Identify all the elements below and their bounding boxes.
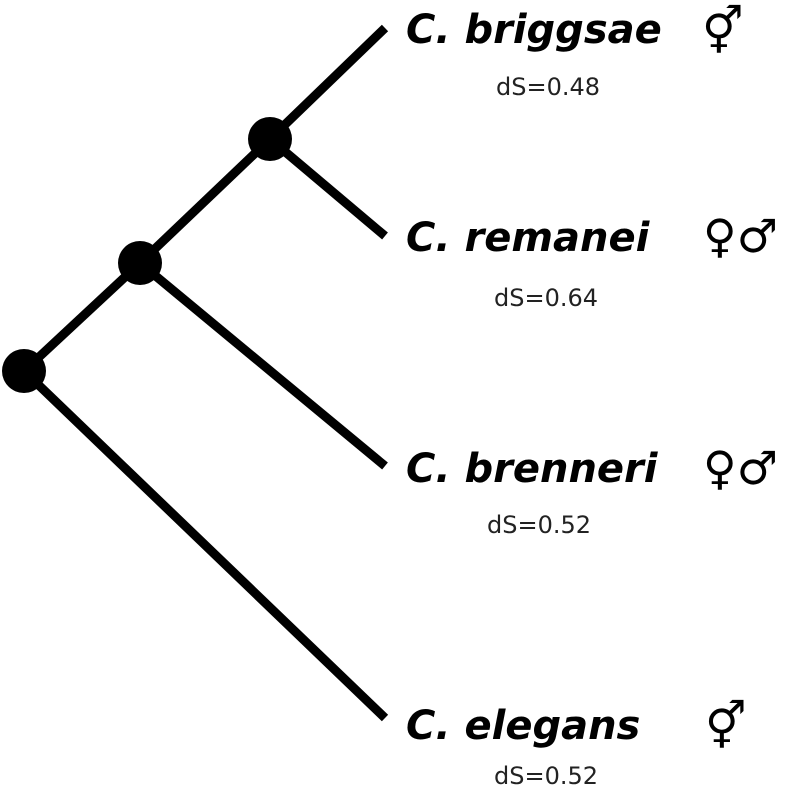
node-top xyxy=(248,117,292,161)
taxon-name-brenneri: C. brenneri xyxy=(406,446,658,492)
ds-value-briggsae: dS=0.48 xyxy=(496,73,601,101)
female-male-icon: ♀♂ xyxy=(703,209,778,263)
female-male-icon: ♀♂ xyxy=(703,441,778,495)
branch-root-to-elegans xyxy=(20,367,389,722)
ds-value-brenneri: dS=0.52 xyxy=(487,511,592,539)
taxon-name-elegans: C. elegans xyxy=(406,703,641,749)
node-inner xyxy=(118,241,162,285)
taxon-name-remanei: C. remanei xyxy=(406,215,650,261)
ds-value-remanei: dS=0.64 xyxy=(494,284,599,312)
branch-root-to-inner xyxy=(20,259,144,375)
branch-top-to-briggsae xyxy=(266,24,389,143)
branch-inner-to-top xyxy=(136,135,274,267)
ds-value-elegans: dS=0.52 xyxy=(494,762,599,790)
branch-inner-to-brenneri xyxy=(137,259,388,470)
tree-branches xyxy=(20,24,389,722)
hermaphrodite-icon: ⚥ xyxy=(702,4,744,58)
tree-nodes xyxy=(2,117,292,393)
hermaphrodite-icon: ⚥ xyxy=(705,699,747,753)
branch-top-to-remanei xyxy=(267,135,388,240)
node-root xyxy=(2,349,46,393)
taxon-name-briggsae: C. briggsae xyxy=(406,7,662,53)
